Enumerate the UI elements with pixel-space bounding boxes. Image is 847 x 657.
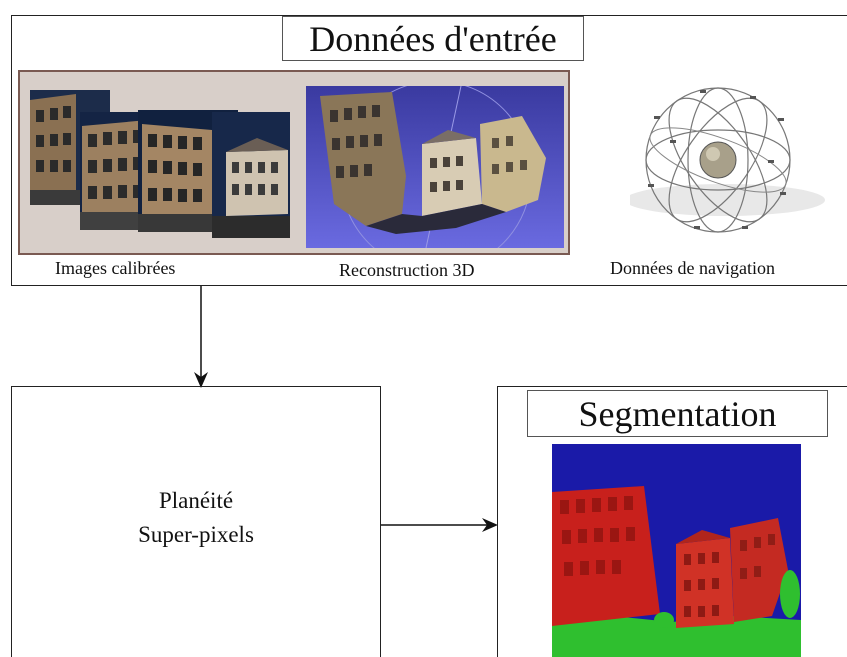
input-data-frame — [11, 15, 847, 286]
caption-navigation-data: Données de navigation — [610, 258, 775, 278]
navigation-globe-image — [630, 87, 825, 233]
arrow-right — [380, 518, 498, 532]
process-box — [11, 386, 381, 657]
photo-4 — [212, 112, 290, 238]
process-label-superpixels: Super-pixels — [138, 522, 254, 547]
segmentation-result-image — [552, 444, 801, 657]
input-data-title: Données d'entrée — [282, 16, 584, 61]
segmentation-title: Segmentation — [527, 390, 828, 437]
segmentation-title-text: Segmentation — [578, 394, 777, 434]
input-data-title-text: Données d'entrée — [309, 19, 557, 59]
process-text: Planéité Super-pixels — [11, 484, 381, 552]
segmentation-box — [497, 386, 847, 657]
reconstruction-3d-image — [306, 86, 564, 248]
process-label-planarity: Planéité — [158, 488, 234, 513]
caption-calibrated-images: Images calibrées — [55, 258, 176, 278]
calibrated-images — [30, 90, 290, 238]
arrow-down — [194, 286, 208, 388]
caption-reconstruction-3d: Reconstruction 3D — [339, 260, 475, 280]
